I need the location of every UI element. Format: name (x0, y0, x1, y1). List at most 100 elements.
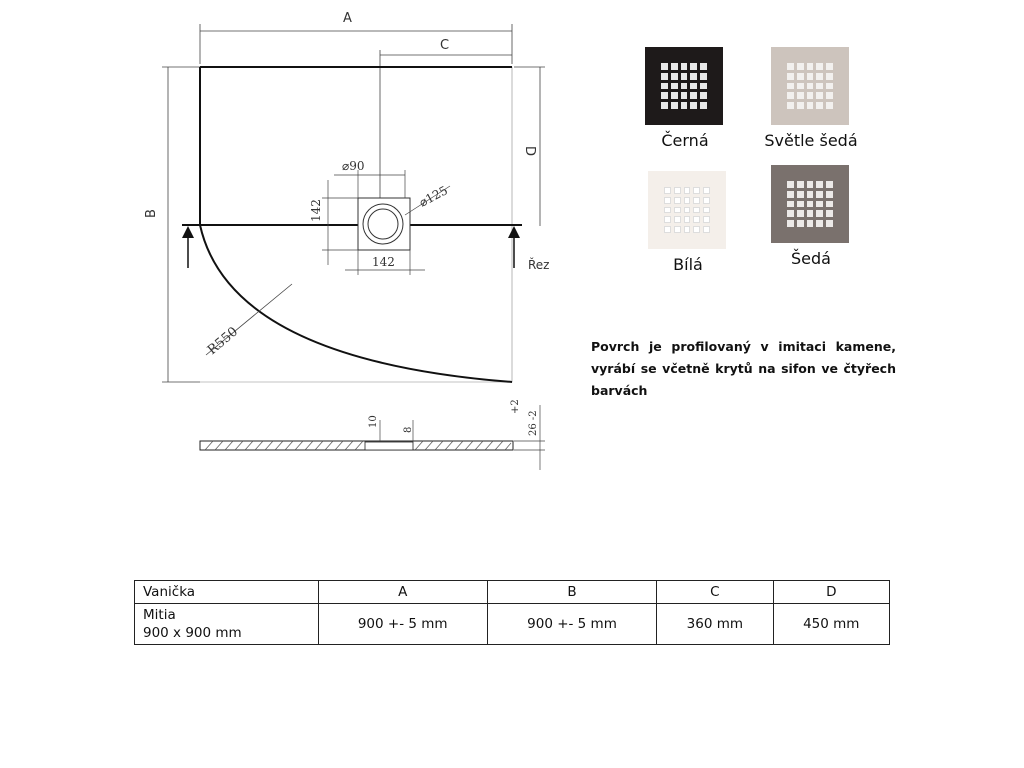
cover-hole (690, 72, 698, 80)
cover-hole (693, 226, 701, 233)
model-size: 900 x 900 mm (143, 625, 242, 641)
cover-hole (796, 220, 804, 227)
cover-hole (816, 220, 824, 227)
cover-hole (796, 72, 804, 80)
cover-hole (700, 82, 707, 90)
cover-hole (787, 190, 794, 198)
cover-hole (826, 92, 833, 100)
cover-hole (816, 82, 824, 90)
swatch-label-light-grey: Světle šedá (764, 131, 858, 150)
cover-hole (683, 206, 691, 214)
cover-hole (816, 190, 824, 198)
profile-dim-8: 8 (403, 427, 414, 433)
profile-thickness: 26 -2 (528, 410, 539, 436)
drain-cover-white (648, 171, 726, 249)
cover-hole (693, 187, 701, 194)
cover-hole (683, 196, 691, 204)
cover-hole (816, 102, 824, 109)
cover-hole (796, 200, 804, 208)
cover-hole (673, 196, 681, 204)
cover-hole (673, 216, 681, 224)
cover-hole (690, 82, 698, 90)
cover-hole (796, 92, 804, 100)
header-c: C (656, 580, 774, 604)
profile-dim-10: 10 (368, 415, 379, 428)
cover-hole (680, 102, 688, 109)
drain-cover-grey (771, 165, 849, 243)
drain-cover-black (645, 47, 723, 125)
cover-hole (826, 181, 833, 188)
cover-hole (816, 210, 824, 218)
cover-hole (670, 102, 678, 109)
cover-hole (796, 63, 804, 70)
cover-hole (680, 82, 688, 90)
cover-hole (703, 206, 710, 214)
cover-hole (670, 63, 678, 70)
cover-hole (787, 72, 794, 80)
cover-hole (664, 196, 671, 204)
cover-hole (796, 190, 804, 198)
radius-arc (199, 224, 513, 383)
dim-c-label: C (440, 38, 449, 53)
swatch-label-grey: Šedá (791, 249, 831, 268)
cover-hole (806, 82, 814, 90)
cover-hole (661, 63, 668, 70)
cover-hole (806, 200, 814, 208)
cover-hole (690, 63, 698, 70)
drain-box-height-label: 142 (309, 199, 323, 222)
spec-table: Vanička A B C D Mitia 900 x 900 mm 900 +-… (134, 580, 891, 645)
cover-hole (826, 102, 833, 109)
cover-hole (787, 210, 794, 218)
cover-hole (787, 82, 794, 90)
cell-model: Mitia 900 x 900 mm (134, 603, 319, 645)
cover-hole (690, 102, 698, 109)
cover-hole (680, 72, 688, 80)
dim-b-label: B (144, 209, 159, 218)
cover-hole (806, 220, 814, 227)
cover-hole (816, 72, 824, 80)
cell-a: 900 +- 5 mm (317, 603, 488, 645)
cover-hole (670, 92, 678, 100)
cover-hole (806, 72, 814, 80)
cover-hole (816, 92, 824, 100)
drain-outer-circle (362, 203, 404, 245)
cover-hole (683, 216, 691, 224)
model-name: Mitia (143, 607, 176, 623)
cover-hole (680, 92, 688, 100)
cover-hole (806, 92, 814, 100)
cover-hole (661, 102, 668, 109)
cover-hole (661, 72, 668, 80)
cover-hole (826, 210, 833, 218)
swatch-black: Černá (645, 47, 723, 150)
swatch-grey: Šedá (771, 165, 849, 268)
swatch-white: Bílá (648, 171, 726, 274)
cover-hole (700, 102, 707, 109)
cover-hole (796, 102, 804, 109)
cover-hole (664, 226, 671, 233)
cover-hole (806, 63, 814, 70)
cover-hole (703, 226, 710, 233)
section-label: Řez (528, 257, 549, 272)
dim-a-label: A (343, 11, 352, 26)
cover-hole (673, 226, 681, 233)
drain-cover-light-grey (771, 47, 849, 125)
description-text: Povrch je profilovaný v imitaci kamene, … (591, 339, 896, 398)
cover-hole (787, 63, 794, 70)
cover-hole (796, 210, 804, 218)
cover-hole (787, 102, 794, 109)
profile-section (199, 405, 545, 470)
header-d: D (772, 580, 891, 604)
radius-label: R550 (205, 324, 241, 358)
cover-hole (816, 200, 824, 208)
cover-hole (673, 187, 681, 194)
drain-box (357, 197, 411, 251)
cover-hole (683, 187, 691, 194)
header-vanicka: Vanička (134, 580, 319, 604)
drain-inner-circle (367, 208, 399, 240)
swatch-label-white: Bílá (673, 255, 703, 274)
cover-hole (826, 220, 833, 227)
table-header-row: Vanička A B C D (134, 580, 891, 604)
cover-hole (700, 72, 707, 80)
cover-hole (806, 190, 814, 198)
